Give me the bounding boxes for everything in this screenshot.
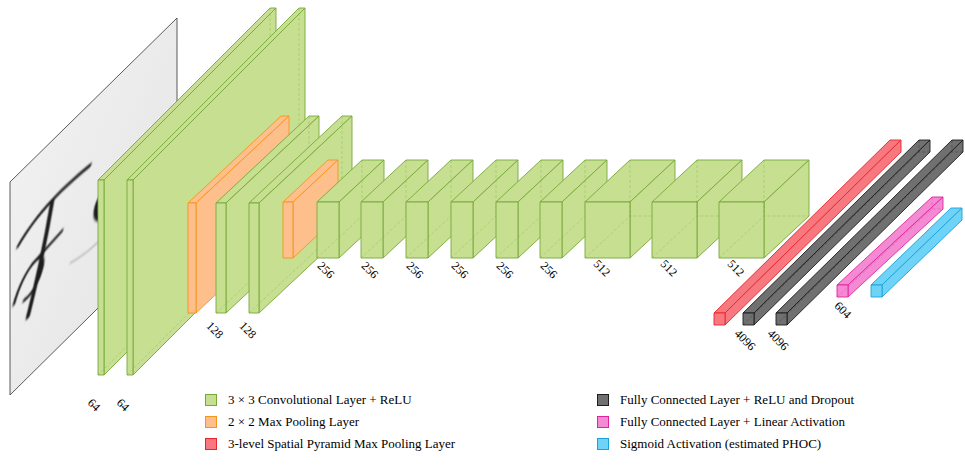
legend-text: 2 × 2 Max Pooling Layer bbox=[228, 414, 359, 430]
legend-text: 3-level Spatial Pyramid Max Pooling Laye… bbox=[228, 436, 455, 452]
conv-layer-shape bbox=[719, 160, 809, 258]
channel-count: 256 bbox=[494, 259, 515, 280]
channel-count: 128 bbox=[204, 319, 225, 340]
legend-entry: 2 × 2 Max Pooling Layer bbox=[205, 414, 359, 430]
channel-count: 604 bbox=[832, 299, 853, 320]
legend-text: 3 × 3 Convolutional Layer + ReLU bbox=[228, 392, 412, 408]
legend-swatch bbox=[597, 438, 609, 450]
fc-layer-shape bbox=[776, 140, 963, 325]
channel-count: 256 bbox=[359, 259, 380, 280]
legend-swatch bbox=[205, 394, 217, 406]
legend-entry: 3-level Spatial Pyramid Max Pooling Laye… bbox=[205, 436, 455, 452]
legend-swatch bbox=[205, 416, 217, 428]
legend-swatch bbox=[205, 438, 217, 450]
channel-count: 64 bbox=[86, 397, 103, 414]
channel-count: 256 bbox=[538, 259, 559, 280]
channel-count: 512 bbox=[658, 257, 679, 278]
channel-count: 256 bbox=[449, 259, 470, 280]
legend-text: Fully Connected Layer + ReLU and Dropout bbox=[620, 392, 854, 408]
legend-text: Fully Connected Layer + Linear Activatio… bbox=[620, 414, 845, 430]
fc-layer: 4096 bbox=[776, 140, 963, 325]
legend-entry: Fully Connected Layer + ReLU and Dropout bbox=[597, 392, 854, 408]
legend-swatch bbox=[597, 416, 609, 428]
legend-swatch bbox=[597, 394, 609, 406]
conv-layer: 512 bbox=[719, 160, 809, 258]
channel-count: 512 bbox=[591, 257, 612, 278]
linear-fc-layer-shape bbox=[837, 197, 943, 297]
channel-count: 128 bbox=[237, 319, 258, 340]
legend-entry: Fully Connected Layer + Linear Activatio… bbox=[597, 414, 845, 430]
channel-count: 512 bbox=[725, 257, 746, 278]
legend-entry: Sigmoid Activation (estimated PHOC) bbox=[597, 436, 821, 452]
legend-text: Sigmoid Activation (estimated PHOC) bbox=[620, 436, 821, 452]
channel-count: 4096 bbox=[765, 327, 790, 352]
linear-fc-layer: 604 bbox=[837, 197, 943, 297]
channel-count: 64 bbox=[115, 397, 132, 414]
channel-count: 4096 bbox=[732, 327, 757, 352]
channel-count: 256 bbox=[404, 259, 425, 280]
channel-count: 256 bbox=[315, 259, 336, 280]
legend-entry: 3 × 3 Convolutional Layer + ReLU bbox=[205, 392, 412, 408]
